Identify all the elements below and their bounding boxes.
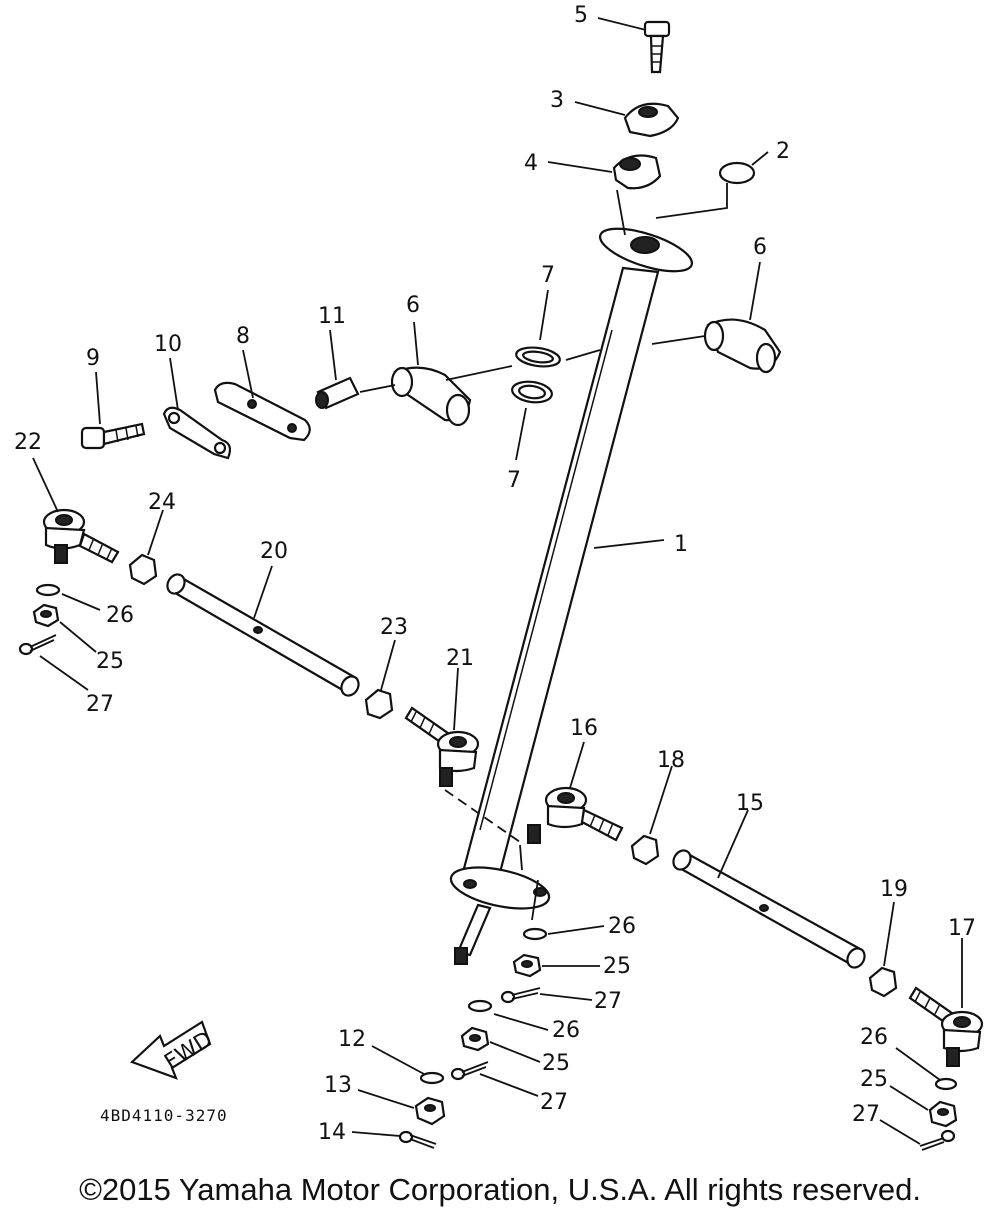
drawing-code: 4BD4110-3270: [100, 1106, 228, 1125]
callout-27-mid-upper: 27: [594, 989, 622, 1014]
plate-8: [213, 381, 311, 442]
tie-rod-15: [672, 849, 866, 969]
lock-washer-10: [162, 406, 232, 460]
callout-13: 13: [324, 1073, 352, 1098]
callout-27-mid-lower: 27: [540, 1090, 568, 1115]
lower-holder-4: [612, 154, 662, 190]
nut-25-mid-upper: [512, 953, 542, 978]
callout-21: 21: [446, 646, 474, 671]
callout-23: 23: [380, 615, 408, 640]
callout-26-mid-upper: 26: [608, 914, 636, 939]
collar-11: [315, 376, 360, 410]
callout-8: 8: [236, 324, 250, 349]
washer-26-left: [35, 583, 61, 597]
bushing-6-right: [703, 318, 782, 374]
callout-6-right: 6: [753, 235, 767, 260]
cotter-pin-27-right: [919, 1129, 956, 1151]
bushing-6-left: [390, 366, 472, 427]
callout-24: 24: [148, 490, 176, 515]
callout-26-left: 26: [106, 603, 134, 628]
callout-26-right: 26: [860, 1025, 888, 1050]
nut-23: [364, 688, 394, 720]
seal-7-lower: [511, 380, 553, 404]
callout-12: 12: [338, 1027, 366, 1052]
nut-25-left: [32, 603, 60, 628]
callout-19: 19: [880, 877, 908, 902]
seal-7-upper: [515, 346, 561, 368]
callout-18: 18: [657, 748, 685, 773]
callout-26-mid-lower: 26: [552, 1018, 580, 1043]
callout-25-right: 25: [860, 1067, 888, 1092]
callout-27-right: 27: [852, 1102, 880, 1127]
callout-27-left: 27: [86, 692, 114, 717]
nut-19: [868, 966, 898, 998]
callout-6-left: 6: [406, 293, 420, 318]
washer-26-mid-lower: [467, 999, 493, 1013]
upper-holder-3: [623, 102, 680, 138]
steering-column: [449, 227, 694, 965]
leader-lines: [32, 17, 963, 1145]
washer-26-right: [934, 1077, 958, 1091]
tie-rod-end-17: [908, 986, 984, 1067]
washer-12: [419, 1071, 445, 1085]
steering-parts-diagram: FWD 1 2 3 4 5 6 6 7 7 8 9 10 11 12 13 14…: [14, 3, 984, 1151]
copyright-notice: ©2015 Yamaha Motor Corporation, U.S.A. A…: [79, 1172, 921, 1207]
bolt-5: [643, 20, 671, 74]
callout-5: 5: [574, 3, 588, 28]
callout-25-mid-upper: 25: [603, 954, 631, 979]
tie-rod-20: [166, 573, 360, 697]
nut-24: [128, 553, 158, 586]
nut-18: [630, 834, 660, 866]
cotter-pin-27-mid-upper: [500, 987, 541, 1004]
fwd-arrow-icon: FWD: [129, 1020, 217, 1080]
callout-7-upper: 7: [541, 263, 555, 288]
tie-rod-end-22: [42, 508, 120, 564]
callout-7-lower: 7: [507, 468, 521, 493]
callout-16: 16: [570, 716, 598, 741]
cap-2: [718, 161, 756, 185]
callout-22: 22: [14, 430, 42, 455]
cotter-pin-14: [398, 1130, 437, 1149]
callout-20: 20: [260, 539, 288, 564]
nut-13: [414, 1096, 446, 1126]
callout-1: 1: [674, 532, 688, 557]
callout-17: 17: [948, 916, 976, 941]
callout-3: 3: [550, 88, 564, 113]
callout-11: 11: [318, 304, 346, 329]
callout-labels: 1 2 3 4 5 6 6 7 7 8 9 10 11 12 13 14 15 …: [14, 3, 976, 1145]
washer-26-mid-upper: [522, 927, 548, 941]
callout-2: 2: [776, 139, 790, 164]
callout-10: 10: [154, 332, 182, 357]
callout-25-left: 25: [96, 649, 124, 674]
cotter-pin-27-left: [18, 634, 57, 656]
nut-25-right: [928, 1100, 958, 1128]
callout-4: 4: [524, 151, 538, 176]
cotter-pin-27-mid-lower: [450, 1061, 489, 1081]
callout-15: 15: [736, 791, 764, 816]
tie-rod-end-21: [404, 706, 480, 787]
nut-25-mid-lower: [460, 1026, 490, 1052]
callout-25-mid-lower: 25: [542, 1051, 570, 1076]
callout-9: 9: [86, 346, 100, 371]
tie-rod-end-16: [527, 786, 624, 844]
callout-14: 14: [318, 1120, 346, 1145]
bolt-9: [80, 422, 146, 450]
